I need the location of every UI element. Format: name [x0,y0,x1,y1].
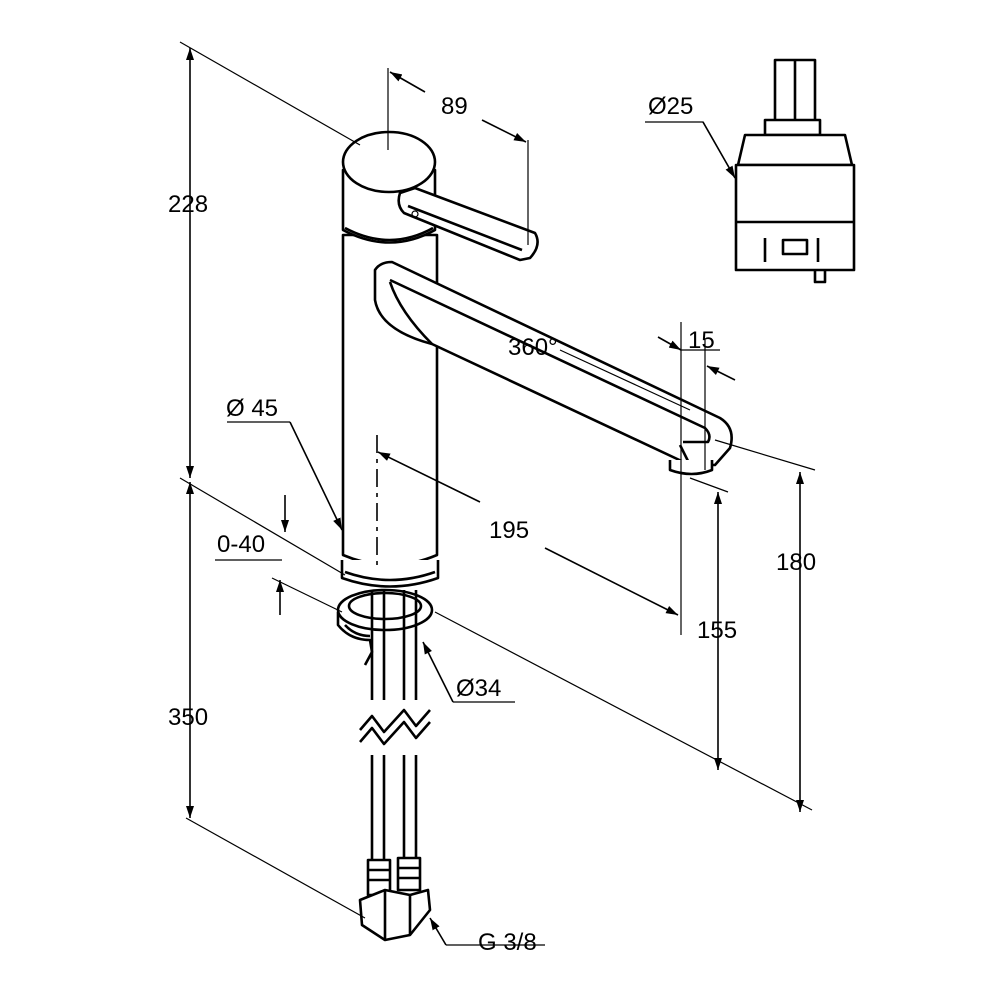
label-89: 89 [441,93,468,120]
dimension-lines [179,41,816,946]
label-180: 180 [776,549,816,576]
label-350: 350 [168,704,208,731]
label-counter-thickness: 0-40 [217,531,265,558]
faucet-illustration [336,130,733,942]
label-swivel-angle: 360° [508,334,558,361]
label-body-diameter: Ø 45 [226,395,278,422]
label-228: 228 [168,191,208,218]
break-symbol [359,720,431,746]
dimension-labels: 228 89 Ø25 360° 15 Ø 45 195 0-40 180 155… [168,93,816,956]
base-ring [340,560,440,588]
spout [373,260,733,467]
faucet-top-face [341,130,437,194]
label-thread: G 3/8 [478,929,537,956]
cartridge-illustration [734,58,856,284]
label-spout-reach: 195 [489,517,529,544]
label-hole-diameter: Ø34 [456,675,501,702]
supply-hoses [370,590,418,700]
label-spout-thickness: 15 [688,327,715,354]
label-155: 155 [697,617,737,644]
thread-nut [358,888,432,942]
label-cartridge-diameter: Ø25 [648,93,693,120]
aerator [668,460,714,476]
